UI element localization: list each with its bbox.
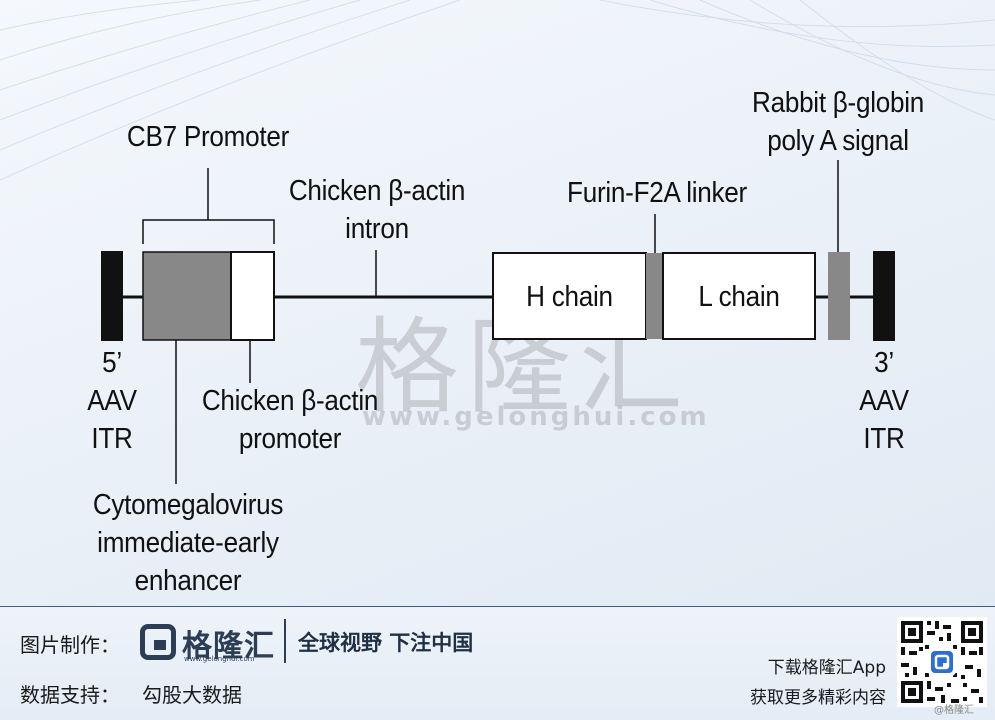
cmv-enhancer-label: Cytomegalovirus immediate-early enhancer bbox=[80, 486, 296, 600]
gelonghui-logo-icon bbox=[140, 624, 176, 660]
chicken-actin-promoter-label: Chicken β-actin promoter bbox=[186, 382, 395, 458]
data-support-value: 勾股大数据 bbox=[142, 683, 242, 707]
cb7-bracket bbox=[142, 168, 275, 244]
cmv-enhancer-block bbox=[142, 251, 232, 341]
chicken-actin-promoter-block bbox=[230, 251, 275, 341]
polya-label-line2: poly A signal bbox=[767, 125, 909, 157]
itr-3-prime: 3’ bbox=[874, 347, 894, 379]
cmv-label-line1: Cytomegalovirus bbox=[92, 489, 284, 521]
itr-3-block bbox=[873, 251, 895, 341]
promoter-label-line1: Chicken β-actin bbox=[201, 385, 379, 417]
logo-url: www.gelonghui.com bbox=[184, 655, 255, 663]
app-more-content-line: 获取更多精彩内容 bbox=[750, 688, 886, 708]
footer-bar: 图片制作： 格隆汇 www.gelonghui.com 全球视野 下注中国 数据… bbox=[0, 606, 995, 720]
cmv-label-line2: immediate-early bbox=[97, 527, 279, 559]
itr-3-label: 3’ AAV ITR bbox=[839, 344, 929, 458]
rabbit-polya-label: Rabbit β-globin poly A signal bbox=[741, 84, 935, 160]
made-by-label: 图片制作： bbox=[20, 633, 120, 657]
itr-3-aav: AAV bbox=[859, 385, 909, 417]
l-chain-label: L chain bbox=[698, 281, 780, 313]
polya-block bbox=[828, 252, 850, 340]
itr-5-prime: 5’ bbox=[102, 347, 122, 379]
qr-code-icon[interactable] bbox=[897, 617, 987, 707]
promoter-label-line2: promoter bbox=[238, 423, 342, 455]
logo-text: 格隆汇 bbox=[182, 629, 275, 664]
l-chain-block bbox=[662, 252, 816, 340]
furin-linker-block bbox=[646, 253, 663, 339]
intron-label-line2: intron bbox=[345, 213, 409, 245]
chicken-actin-intron-label: Chicken β-actin intron bbox=[272, 172, 483, 248]
slogan: 全球视野 下注中国 bbox=[298, 631, 474, 655]
itr-3-itr: ITR bbox=[863, 423, 905, 455]
itr-5-label: 5’ AAV ITR bbox=[67, 344, 157, 458]
cb7-promoter-label: CB7 Promoter bbox=[126, 121, 290, 153]
corner-watermark: @格隆汇 bbox=[934, 705, 974, 716]
vector-construct-diagram bbox=[101, 160, 895, 484]
polya-label-line1: Rabbit β-globin bbox=[751, 87, 925, 119]
data-support-label: 数据支持： bbox=[20, 683, 120, 707]
h-chain-block bbox=[492, 252, 647, 340]
footer-divider bbox=[284, 619, 286, 663]
watermark-url: www.gelonghui.com bbox=[362, 402, 710, 432]
intron-label-line1: Chicken β-actin bbox=[288, 175, 466, 207]
itr-5-itr: ITR bbox=[91, 423, 133, 455]
itr-5-block bbox=[101, 251, 123, 341]
furin-linker-label: Furin-F2A linker bbox=[567, 177, 747, 209]
itr-5-aav: AAV bbox=[87, 385, 137, 417]
cmv-label-line3: enhancer bbox=[134, 565, 242, 597]
h-chain-label: H chain bbox=[526, 281, 613, 313]
app-download-line: 下载格隆汇App bbox=[767, 658, 886, 678]
